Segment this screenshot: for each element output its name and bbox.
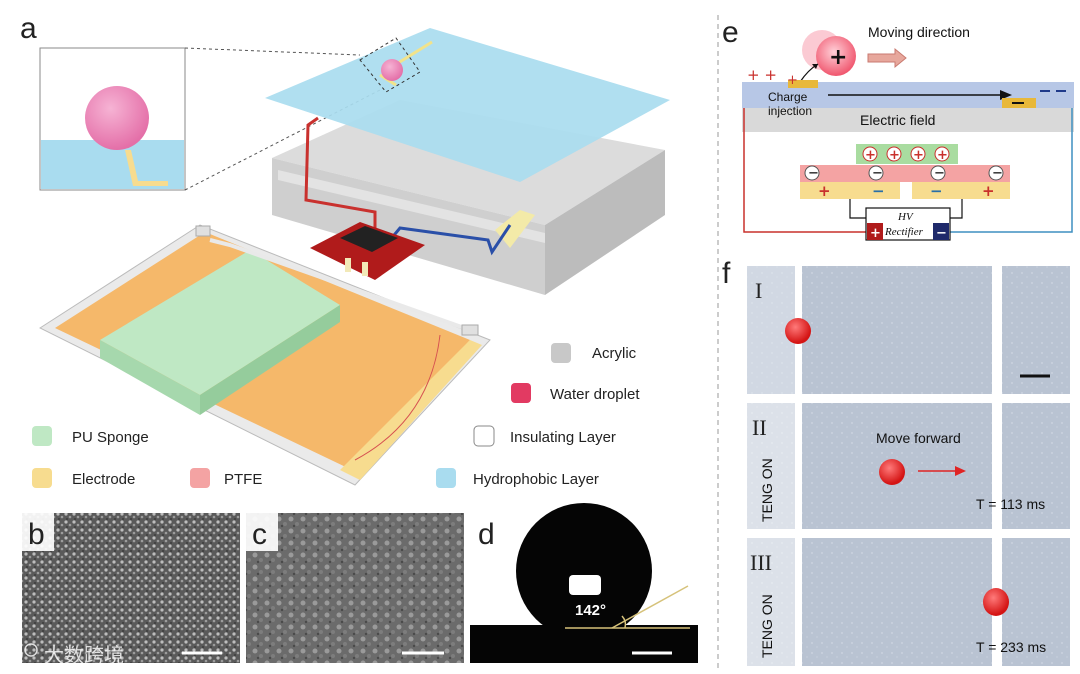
charge-injection-line1: Charge [768, 90, 808, 104]
charge-injection-line2: injection [768, 104, 812, 118]
legend-swatch-hydrophobic-layer [436, 468, 456, 488]
svg-text:−: − [992, 166, 1003, 181]
panel-label-b: b [28, 518, 45, 551]
time-row-II: T = 113 ms [976, 496, 1045, 512]
svg-text:−: − [872, 166, 883, 181]
legend-swatch-insulating-layer [473, 425, 495, 447]
legend-swatch-water-droplet [511, 383, 531, 403]
sponge-base [38, 224, 491, 486]
legend-insulating-layer: Insulating Layer [510, 429, 616, 446]
rectifier-plus: + [870, 226, 881, 241]
legend: Acrylic Water droplet PU Sponge Insulati… [32, 343, 640, 488]
svg-text:+: + [889, 148, 900, 163]
legend-water-droplet: Water droplet [550, 386, 640, 403]
panel-label-c: c [252, 518, 267, 551]
svg-text:−: − [808, 166, 819, 181]
droplet-row-III [983, 588, 1009, 616]
hv-label: HV [897, 211, 914, 223]
svg-text:−: − [872, 182, 885, 200]
row-III-side-label: TENG ON [759, 594, 775, 658]
legend-electrode: Electrode [72, 471, 135, 488]
contact-angle-value: 142° [575, 602, 606, 619]
droplet-charge-sign: + [829, 45, 847, 70]
legend-pu-sponge: PU Sponge [72, 429, 149, 446]
legend-hydrophobic-layer: Hydrophobic Layer [473, 471, 599, 488]
svg-text:+: + [818, 182, 831, 200]
svg-text:−: − [934, 166, 945, 181]
rectifier-chip [310, 222, 425, 280]
legend-swatch-ptfe [190, 468, 210, 488]
electric-field-label: Electric field [860, 112, 935, 128]
legend-acrylic: Acrylic [592, 345, 637, 362]
svg-text:+: + [937, 148, 948, 163]
svg-text:+ +: + + [747, 66, 777, 84]
moving-droplet [816, 36, 856, 76]
move-forward-label: Move forward [876, 430, 961, 446]
droplet-row-II [879, 459, 905, 485]
panel-label-a: a [20, 12, 37, 45]
panel-label-f: f [722, 257, 731, 290]
panel-d-contact-angle: d 142° [470, 503, 698, 663]
legend-swatch-pu-sponge [32, 426, 52, 446]
panel-c-sem: c [246, 513, 464, 663]
panel-e-schematic: + Moving direction + + + Charge injectio… [742, 24, 1074, 241]
hydrophobic-layer [265, 28, 670, 182]
row-roman-II: II [752, 415, 767, 440]
rectifier-minus: − [936, 226, 947, 241]
rectifier-label: Rectifier [884, 226, 924, 238]
contact-angle-droplet [516, 503, 652, 639]
droplet-row-I [785, 318, 811, 344]
legend-ptfe: PTFE [224, 471, 262, 488]
droplet-inset [39, 47, 186, 191]
legend-swatch-acrylic [551, 343, 571, 363]
row-roman-I: I [755, 278, 762, 303]
panel-f-sequence: I II TENG ON Move forward T = 113 ms III… [746, 265, 1070, 666]
row-roman-III: III [750, 550, 772, 575]
watermark: 大数跨境 [7, 643, 124, 667]
svg-text:−: − [930, 182, 943, 200]
panel-label-e: e [722, 16, 739, 49]
water-droplet-ball [85, 86, 149, 150]
row-II-side-label: TENG ON [759, 458, 775, 522]
svg-text:+: + [865, 148, 876, 163]
panel-b-sem: b [22, 513, 240, 663]
legend-swatch-electrode [32, 468, 52, 488]
moving-direction-label: Moving direction [868, 24, 970, 40]
panel-label-d: d [478, 518, 495, 551]
svg-text:+: + [982, 182, 995, 200]
svg-text:+: + [913, 148, 924, 163]
time-row-III: T = 233 ms [976, 639, 1046, 655]
svg-text:+: + [787, 73, 798, 88]
watermark-text: 大数跨境 [44, 643, 124, 667]
